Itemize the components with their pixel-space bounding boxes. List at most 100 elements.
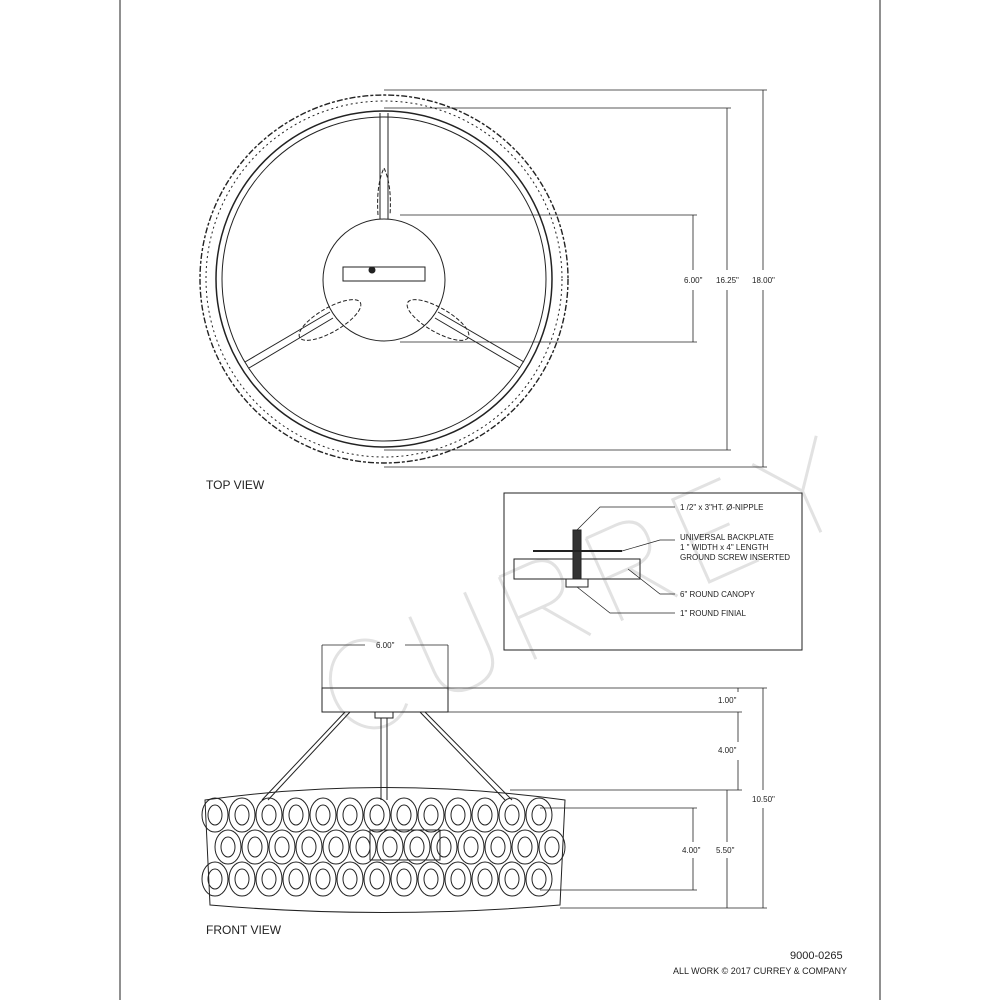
crystal-loop <box>322 829 350 865</box>
crystal-loop <box>328 836 344 858</box>
crystal-loop <box>355 836 371 858</box>
canopy-circle <box>322 218 446 342</box>
outer-ring <box>215 110 553 448</box>
crystal-loop <box>201 861 229 897</box>
arm <box>244 311 331 363</box>
crystal-loop <box>255 797 283 833</box>
crystal-loop <box>220 836 236 858</box>
detail-canopy-label: 6" ROUND CANOPY <box>680 590 755 599</box>
crystal-loop <box>423 868 439 890</box>
watermark-letter <box>670 477 760 584</box>
crystal-loop <box>382 836 398 858</box>
top-dimensions <box>384 89 767 468</box>
arm <box>248 317 334 369</box>
dim-inner-top: 16.25" <box>716 276 739 285</box>
crystal-loop <box>417 797 445 833</box>
arm <box>424 711 513 801</box>
crystal-loop <box>471 861 499 897</box>
crystal-loop <box>538 829 566 865</box>
crystal-loop <box>490 836 506 858</box>
dim-canopy-top: 6.00" <box>684 276 703 285</box>
top-view <box>199 89 767 468</box>
leader-lines <box>576 506 675 614</box>
arm <box>261 711 346 801</box>
crystal-rim <box>199 94 569 464</box>
crystal-loop <box>417 861 445 897</box>
crystal-rim-inner <box>205 100 563 458</box>
inner-ring <box>221 116 547 442</box>
crystal-loop <box>207 804 223 826</box>
dim-overall-top: 18.00" <box>752 276 775 285</box>
crystal-loop <box>436 836 452 858</box>
screw <box>368 266 376 274</box>
crystal-loop <box>544 836 560 858</box>
crystal-loops <box>201 797 566 897</box>
dim-overall-height: 10.50" <box>752 795 775 804</box>
crystal-loop <box>301 836 317 858</box>
crystal-loop <box>484 829 512 865</box>
front-view <box>201 644 767 913</box>
arm <box>437 311 525 363</box>
mounting-detail <box>503 492 803 651</box>
detail-nipple-label: 1 /2" x 3"HT. Ø-NIPPLE <box>680 503 764 512</box>
crystal-loop <box>463 836 479 858</box>
watermark-letter <box>497 559 592 660</box>
crystal-loop <box>315 804 331 826</box>
crystal-loop <box>234 804 250 826</box>
detail-backplate-line1: UNIVERSAL BACKPLATE <box>680 533 774 542</box>
crystal-loop <box>517 836 533 858</box>
crystal-loop <box>450 868 466 890</box>
arm <box>267 711 351 801</box>
crystal-loop <box>498 861 526 897</box>
copyright: ALL WORK © 2017 CURREY & COMPANY <box>673 966 848 976</box>
watermark-letter <box>328 638 409 730</box>
crystal-loop <box>403 829 431 865</box>
crystal-loop <box>363 797 391 833</box>
crystal-loop <box>511 829 539 865</box>
crystal-loop <box>369 804 385 826</box>
front-dimensions <box>321 644 767 909</box>
crystal-loop <box>409 836 425 858</box>
crystal-loop <box>261 804 277 826</box>
top-view-label: TOP VIEW <box>206 478 265 492</box>
crystal-loop <box>444 797 472 833</box>
canopy-collar <box>374 711 394 719</box>
bulb <box>377 166 391 216</box>
crystal-loop <box>498 797 526 833</box>
crystal-loop <box>390 797 418 833</box>
crystal-loop <box>349 829 377 865</box>
crystal-loop <box>282 797 310 833</box>
dim-arm-drop: 4.00" <box>718 746 737 755</box>
crystal-loop <box>315 868 331 890</box>
crystal-loop <box>531 804 547 826</box>
crystal-loop <box>342 804 358 826</box>
crystal-loop <box>390 861 418 897</box>
crystal-loop <box>288 804 304 826</box>
crystal-loop <box>274 836 290 858</box>
watermark-logo <box>328 435 823 730</box>
crystal-loop <box>477 868 493 890</box>
crystal-loop <box>295 829 323 865</box>
crystal-loop <box>261 868 277 890</box>
arm <box>419 711 506 801</box>
crystal-loop <box>396 868 412 890</box>
detail-frame <box>503 492 803 651</box>
detail-backplate-line3: GROUND SCREW INSERTED <box>680 553 791 562</box>
bulb <box>298 299 362 341</box>
front-view-label: FRONT VIEW <box>206 923 282 937</box>
crystal-loop <box>450 804 466 826</box>
bulb <box>406 299 470 341</box>
crystal-loop <box>369 868 385 890</box>
crystal-loop <box>201 797 229 833</box>
crystal-loop <box>504 804 520 826</box>
crystal-loop <box>336 797 364 833</box>
model-number: 9000-0265 <box>790 950 843 962</box>
crystal-loop <box>247 836 263 858</box>
crystal-loop <box>207 868 223 890</box>
finial-section <box>565 578 589 588</box>
crystal-loop <box>525 861 553 897</box>
crystal-loop <box>288 868 304 890</box>
watermark-letter <box>408 591 495 692</box>
